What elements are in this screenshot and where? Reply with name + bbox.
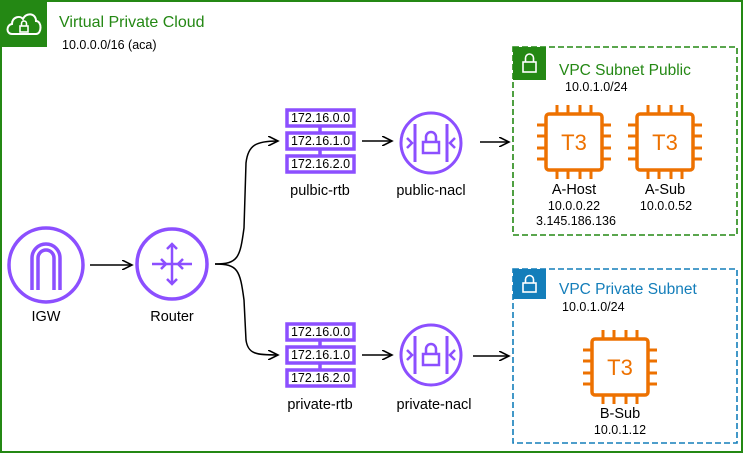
route-entry: 172.16.1.0 [290,348,351,362]
private-rtb-label: private-rtb [287,397,353,413]
route-entry: 172.16.0.0 [290,325,351,339]
route-table-icon: 172.16.0.0 172.16.1.0 172.16.2.0 [285,322,356,389]
instance-name: A-Host [551,182,597,198]
private-subnet-border [512,268,738,444]
private-subnet-title: VPC Private Subnet [559,281,697,298]
route-entry: 172.16.0.0 [290,111,351,125]
public-subnet-border [512,46,738,236]
instance-private-ip: 10.0.0.52 [639,199,693,213]
private-subnet-cidr: 10.0.1.0/24 [562,300,625,314]
public-subnet-title: VPC Subnet Public [559,62,691,79]
connectors [90,141,509,356]
router-label: Router [150,309,194,325]
vpc-title: Virtual Private Cloud [59,14,205,31]
lock-icon [522,274,537,293]
instance-type: T3 [561,130,587,155]
instance-type: T3 [607,355,633,380]
public-nacl-label: public-nacl [396,183,466,199]
instance-name: A-Sub [644,182,686,198]
cloud-lock-icon [6,13,42,35]
igw-label: IGW [31,309,61,325]
instance-type: T3 [652,130,678,155]
private-nacl-label: private-nacl [396,397,472,413]
route-entry: 172.16.2.0 [290,157,351,171]
instance-private-ip: 10.0.1.12 [593,423,647,437]
nacl-icon [399,323,463,387]
private-subnet-badge [513,269,546,299]
router-icon [135,227,209,301]
public-rtb-label: pulbic-rtb [290,183,350,199]
instance-name: B-Sub [599,406,641,422]
arrow-router-private-rtb [214,263,278,355]
nacl-icon [399,111,463,175]
vpc-cidr: 10.0.0.0/16 (aca) [62,38,157,52]
route-entry: 172.16.1.0 [290,134,351,148]
public-subnet-badge [513,47,546,80]
instance-private-ip: 10.0.0.22 [547,199,601,213]
instance-public-ip: 3.145.186.136 [536,214,616,228]
route-entry: 172.16.2.0 [290,371,351,385]
lock-icon [522,53,537,73]
route-table-icon: 172.16.0.0 172.16.1.0 172.16.2.0 [285,108,356,175]
public-subnet-cidr: 10.0.1.0/24 [565,80,628,94]
internet-gateway-icon [7,226,85,304]
arrow-router-public-rtb [214,141,278,265]
